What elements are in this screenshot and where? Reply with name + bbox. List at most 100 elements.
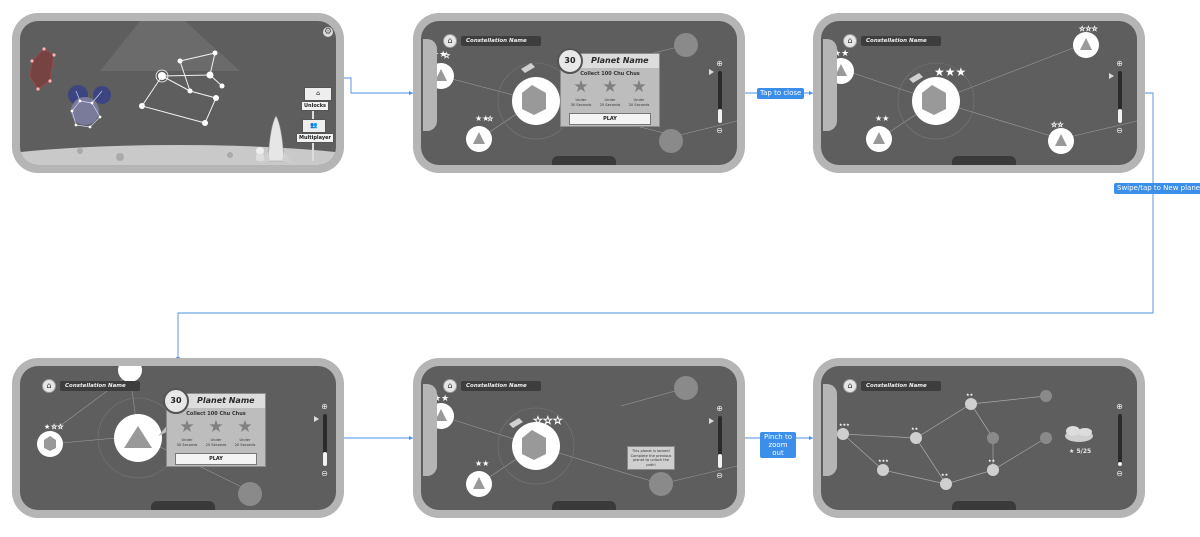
star-icon: ★ — [237, 417, 253, 437]
zoom-slider[interactable]: ⊕ ⊖ — [1109, 59, 1129, 139]
zoom-in-icon[interactable]: ⊕ — [321, 402, 328, 411]
zoom-slider[interactable]: ⊕ ⊖ — [709, 59, 729, 139]
zoom-slider[interactable]: ⊕ ⊖ — [1115, 402, 1129, 482]
home-icon[interactable]: ⌂ — [843, 34, 857, 48]
home-icon[interactable]: ⌂ — [443, 379, 457, 393]
planet-popup: Planet Name 30 Collect 100 Chu Chus ★ ★ … — [557, 48, 660, 127]
zoom-handle[interactable] — [709, 69, 714, 75]
zoom-track[interactable] — [1118, 414, 1122, 466]
home-icon[interactable]: ⌂ — [42, 379, 56, 393]
planet-node-selected[interactable] — [512, 77, 560, 125]
zoom-track[interactable] — [1118, 71, 1122, 123]
planet-node-selected[interactable] — [114, 414, 162, 462]
planet-node-bottom[interactable] — [866, 126, 892, 152]
multiplayer-icon: 👥 — [302, 119, 326, 133]
planet-node-bottom-right[interactable] — [1048, 128, 1074, 154]
constellation-name: Constellation Name — [861, 381, 941, 391]
svg-text:★★★: ★★★ — [934, 65, 966, 79]
svg-text:★★: ★★ — [433, 394, 449, 404]
planet-node-bottom[interactable] — [466, 126, 492, 152]
constellation-map-screen: ★★ ★★ ★★★ ☆☆☆ ☆☆ ⌂ Constellation Name ⊕ … — [821, 21, 1137, 165]
star-icon: ★ — [631, 77, 647, 97]
pinch-to-zoom-out-label: Pinch to zoom out — [760, 432, 796, 458]
zoom-out-icon[interactable]: ⊖ — [1116, 126, 1123, 135]
astronaut-icon — [256, 147, 264, 161]
planet-node-left[interactable] — [37, 431, 63, 457]
mouse-constellation[interactable] — [68, 85, 111, 129]
constellation-map-screen: ★★ ★★ ☆☆☆ ⌂ Constellation Name This plan… — [421, 366, 737, 510]
constellation-name: Constellation Name — [861, 36, 941, 46]
svg-text:★★: ★★ — [966, 392, 974, 397]
svg-text:☆: ☆ — [487, 115, 493, 123]
zoom-slider[interactable]: ⊕ ⊖ — [314, 402, 334, 482]
star-icon: ★ — [602, 77, 618, 97]
phone-locked-planet: ★★ ★★ ☆☆☆ ⌂ Constellation Name This plan… — [413, 358, 745, 518]
zoom-in-icon[interactable]: ⊕ — [1116, 402, 1123, 411]
planet-node-selected[interactable] — [912, 77, 960, 125]
zoom-track[interactable] — [323, 414, 327, 466]
planet-name: Planet Name — [167, 394, 265, 408]
locked-tooltip: This planet is locked! Complete the prev… — [627, 446, 675, 471]
zoom-out-icon[interactable]: ⊖ — [1116, 469, 1123, 478]
rocket-icon[interactable] — [260, 115, 292, 163]
planet-name: Planet Name — [561, 54, 659, 68]
constellation-map-screen: ★★☆ ★★☆ ⌂ Constellation Name Planet Name… — [421, 21, 737, 165]
tap-to-close-label: Tap to close — [757, 88, 805, 99]
home-icon[interactable]: ⌂ — [843, 379, 857, 393]
zoom-out-icon[interactable]: ⊖ — [716, 471, 723, 480]
home-bar — [952, 501, 1016, 510]
zoom-handle[interactable] — [1109, 73, 1114, 79]
planet-node-top[interactable] — [118, 366, 142, 382]
zoom-in-icon[interactable]: ⊕ — [716, 404, 723, 413]
zoom-in-icon[interactable]: ⊕ — [1116, 59, 1123, 68]
header: ⌂ Constellation Name — [843, 379, 941, 393]
zoom-in-icon[interactable]: ⊕ — [716, 59, 723, 68]
zoom-out-icon[interactable]: ⊖ — [716, 126, 723, 135]
header: ⌂ Constellation Name — [443, 34, 541, 48]
unlocks-signpost[interactable]: ⌂ Unlocks — [301, 87, 332, 111]
svg-text:★★: ★★ — [941, 472, 949, 477]
star-icon: ★ — [208, 417, 224, 437]
home-bar — [151, 501, 215, 510]
home-bar — [552, 501, 616, 510]
multiplayer-signpost[interactable]: 👥 Multiplayer — [296, 119, 334, 143]
home-icon[interactable]: ⌂ — [443, 34, 457, 48]
header: ⌂ Constellation Name — [42, 379, 140, 393]
svg-text:★★: ★★ — [875, 114, 889, 123]
swipe-tap-new-planet-label: Swipe/tap to New planet — [1114, 183, 1200, 194]
multiplayer-label: Multiplayer — [296, 133, 334, 143]
side-notch — [823, 384, 837, 476]
svg-text:★★: ★★ — [911, 426, 919, 431]
zoom-slider[interactable]: ⊕ ⊖ — [709, 404, 729, 484]
svg-text:☆☆: ☆☆ — [51, 423, 64, 431]
planet-node-top-right[interactable] — [1073, 32, 1099, 58]
planet-node-selected[interactable] — [512, 422, 560, 470]
star-icon: ★ — [573, 77, 589, 97]
play-button[interactable]: PLAY — [175, 453, 257, 465]
phone-home-screen: ⚙ ⌂ Unlocks 👥 Multiplayer — [12, 13, 344, 173]
side-notch — [823, 39, 837, 131]
zoom-track[interactable] — [718, 416, 722, 468]
unlocks-icon: ⌂ — [304, 87, 332, 101]
planet-node-bottom[interactable] — [466, 471, 492, 497]
home-bar — [952, 156, 1016, 165]
svg-text:★★: ★★ — [988, 458, 996, 463]
locked-planet-node[interactable] — [649, 472, 673, 496]
home-bar — [552, 156, 616, 165]
phone-map-closed: ★★ ★★ ★★★ ☆☆☆ ☆☆ ⌂ Constellation Name ⊕ … — [813, 13, 1145, 173]
zoom-handle[interactable] — [314, 416, 319, 422]
zoom-out-icon[interactable]: ⊖ — [321, 469, 328, 478]
main-constellation[interactable] — [141, 52, 223, 124]
zoom-track[interactable] — [718, 71, 722, 123]
settings-gear-icon[interactable]: ⚙ — [323, 27, 333, 37]
svg-text:☆☆: ☆☆ — [1051, 121, 1064, 129]
svg-text:★★: ★★ — [475, 114, 489, 123]
play-button[interactable]: PLAY — [569, 113, 651, 125]
header: ⌂ Constellation Name — [443, 379, 541, 393]
zoom-handle[interactable] — [709, 418, 714, 424]
